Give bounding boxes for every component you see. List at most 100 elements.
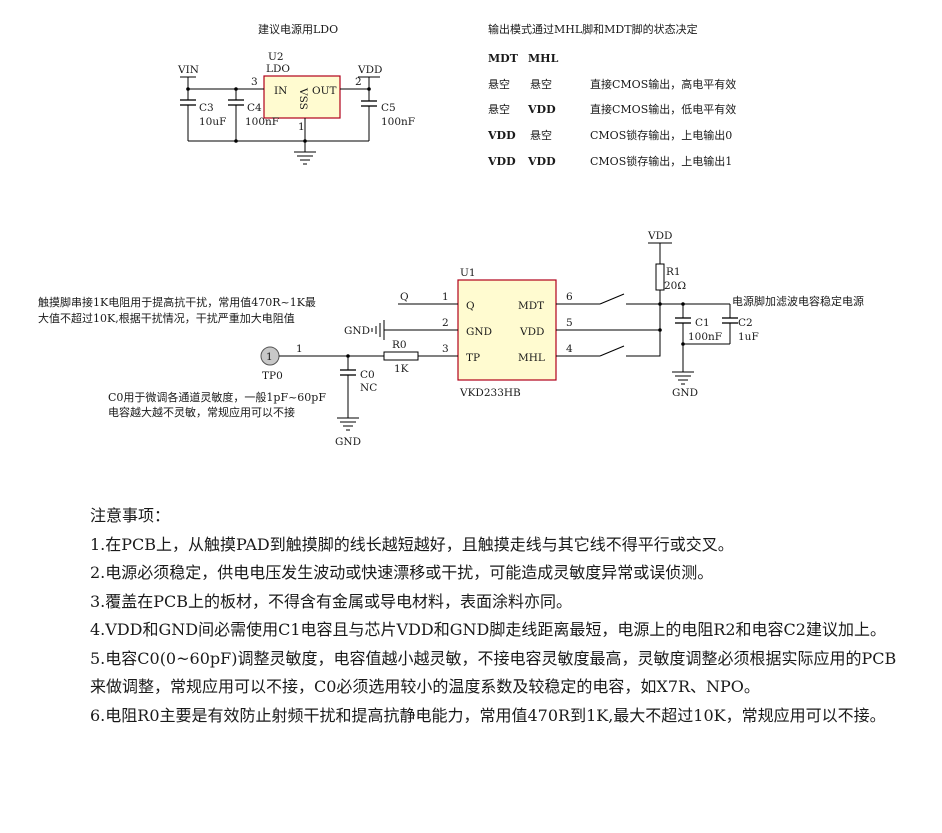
ic-pin-name: VDD: [519, 326, 544, 338]
ic-pin-name: TP: [466, 352, 480, 364]
c5-val: 100nF: [381, 116, 415, 128]
pin-num: 6: [566, 291, 573, 303]
capacitor-c5: [361, 87, 377, 141]
mode-row-mhl: VDD: [527, 103, 556, 116]
c0-ref: C0: [360, 369, 375, 381]
pin-num: 2: [442, 317, 449, 329]
capacitor-c3: [180, 87, 196, 141]
note-item: 2.电源必须稳定，供电电压发生波动或快速漂移或干扰，可能造成灵敏度异常或误侦测。: [90, 563, 714, 582]
ground-symbol-right: [672, 371, 694, 385]
junction-dot: [681, 342, 685, 346]
ic-pin-name: MDT: [518, 300, 544, 312]
c2-val: 1uF: [738, 331, 759, 343]
ic-pin-name: GND: [466, 326, 492, 338]
ldo-part: LDO: [266, 63, 290, 75]
touch-pad-tp0: 1: [260, 346, 280, 366]
pin-num: 4: [566, 343, 573, 355]
capacitor-c2: [722, 304, 738, 344]
filter-note: 电源脚加滤波电容稳定电源: [732, 294, 864, 308]
capacitor-c4: [228, 87, 244, 141]
main-vdd-label: VDD: [647, 230, 672, 242]
r1-ref: R1: [666, 266, 681, 278]
mode-row-desc: CMOS锁存输出，上电输出0: [590, 128, 732, 142]
note-item: 4.VDD和GND间必需使用C1电容且与芯片VDD和GND脚走线距离最短，电源上…: [90, 620, 886, 639]
mode-row-mhl: VDD: [527, 155, 556, 168]
ldo-pin-in: IN: [274, 85, 287, 97]
c2-ref: C2: [738, 317, 753, 329]
ldo-pin3-num: 3: [251, 76, 258, 88]
c0-gnd-label: GND: [335, 436, 361, 448]
switch-mhl: [599, 345, 625, 357]
ldo-pin-out: OUT: [312, 85, 336, 97]
r0-val: 1K: [394, 363, 409, 375]
ldo-vdd-label: VDD: [357, 64, 382, 76]
c0-note-line1: C0用于微调各通道灵敏度，一般1pF~60pF: [108, 390, 326, 404]
c3-ref: C3: [199, 102, 214, 114]
ground-symbol-pin2: [371, 320, 385, 340]
mode-header-mhl: MHL: [528, 52, 559, 65]
pin-num: 5: [566, 317, 573, 329]
r1-val: 20Ω: [664, 280, 686, 292]
note-item: 5.电容C0(0~60pF)调整灵敏度，电容值越小越灵敏，不接电容灵敏度最高，灵…: [90, 648, 897, 697]
ldo-ref: U2: [268, 51, 284, 63]
c4-ref: C4: [247, 102, 262, 114]
note-item: 3.覆盖在PCB上的板材，不得含有金属或导电材料，表面涂料亦同。: [90, 591, 573, 611]
resistor-r1: [655, 263, 665, 291]
mode-header-mdt: MDT: [488, 52, 519, 65]
tp0-pin-num: 1: [296, 343, 303, 355]
ic-pin-name: MHL: [518, 352, 545, 364]
c0-val: NC: [360, 382, 377, 394]
mode-row-desc: CMOS锁存输出，上电输出1: [590, 154, 732, 168]
c1-ref: C1: [695, 317, 710, 329]
ldo-ground-symbol: [294, 151, 316, 165]
mode-row-mhl: 悬空: [530, 77, 552, 91]
ic-pin-name: Q: [466, 300, 475, 312]
c1-val: 100nF: [688, 331, 722, 343]
mode-row-mdt: VDD: [487, 129, 516, 142]
ic-part: VKD233HB: [459, 387, 521, 399]
junction-dot: [303, 139, 307, 143]
touch-note-line2: 大值不超过10K,根据干扰情况，干扰严重加大电阻值: [38, 311, 295, 325]
notes-section: 注意事项： 1.在PCB上，从触摸PAD到触摸脚的线长越短越好，且触摸走线与其它…: [90, 502, 910, 730]
vin-label: VIN: [177, 64, 199, 76]
ldo-pin2-num: 2: [355, 76, 362, 88]
note-item: 1.在PCB上，从触摸PAD到触摸脚的线长越短越好，且触摸走线与其它线不得平行或…: [90, 534, 734, 554]
r0-ref: R0: [392, 339, 407, 351]
svg-text:1: 1: [266, 351, 273, 363]
q-net-label: Q: [400, 291, 409, 303]
pin-num: 3: [442, 343, 449, 355]
mode-row-mdt: 悬空: [488, 77, 510, 91]
note-item: 6.电阻R0主要是有效防止射频干扰和提高抗静电能力，常用值470R到1K,最大不…: [90, 705, 886, 725]
ic-ref: U1: [460, 267, 476, 279]
c4-val: 100nF: [245, 116, 279, 128]
ic-vkd233hb: U1 VKD233HB Q GND TP MDT VDD MHL: [457, 267, 557, 399]
schematic-diagram: 建议电源用LDO U2 LDO IN OUT VSS 3 2 1 VIN VDD…: [38, 22, 864, 448]
mode-row-desc: 直接CMOS输出，低电平有效: [590, 102, 736, 116]
ldo-regulator: U2 LDO IN OUT VSS 3 2 1: [251, 51, 362, 133]
mode-row-mdt: 悬空: [488, 102, 510, 116]
mode-row-desc: 直接CMOS输出，高电平有效: [590, 77, 736, 91]
c3-val: 10uF: [199, 116, 226, 128]
ldo-pin1-num: 1: [298, 121, 305, 133]
switch-mdt: [599, 293, 625, 305]
touch-note-line1: 触摸脚串接1K电阻用于提高抗干扰，常用值470R~1K最: [38, 295, 316, 309]
mode-table-title: 输出模式通过MHL脚和MDT脚的状态决定: [488, 22, 698, 36]
junction-dot: [234, 139, 238, 143]
right-gnd-label: GND: [672, 387, 698, 399]
capacitor-c0: [340, 356, 356, 418]
c0-note-line2: 电容越大越不灵敏，常规应用可以不接: [108, 405, 295, 419]
ldo-pin-vss: VSS: [297, 87, 309, 110]
ldo-title: 建议电源用LDO: [258, 22, 338, 36]
switch-mhl-wire: [626, 330, 661, 357]
notes-title: 注意事项：: [90, 506, 171, 525]
tp0-ref: TP0: [262, 370, 283, 382]
c5-ref: C5: [381, 102, 396, 114]
gnd-pin2-label: GND: [344, 325, 370, 337]
ground-symbol-c0: [337, 417, 359, 431]
mode-row-mhl: 悬空: [530, 128, 552, 142]
pin-num: 1: [442, 291, 449, 303]
junction-dot: [658, 328, 662, 332]
mode-row-mdt: VDD: [487, 155, 516, 168]
resistor-r0: [383, 351, 419, 361]
